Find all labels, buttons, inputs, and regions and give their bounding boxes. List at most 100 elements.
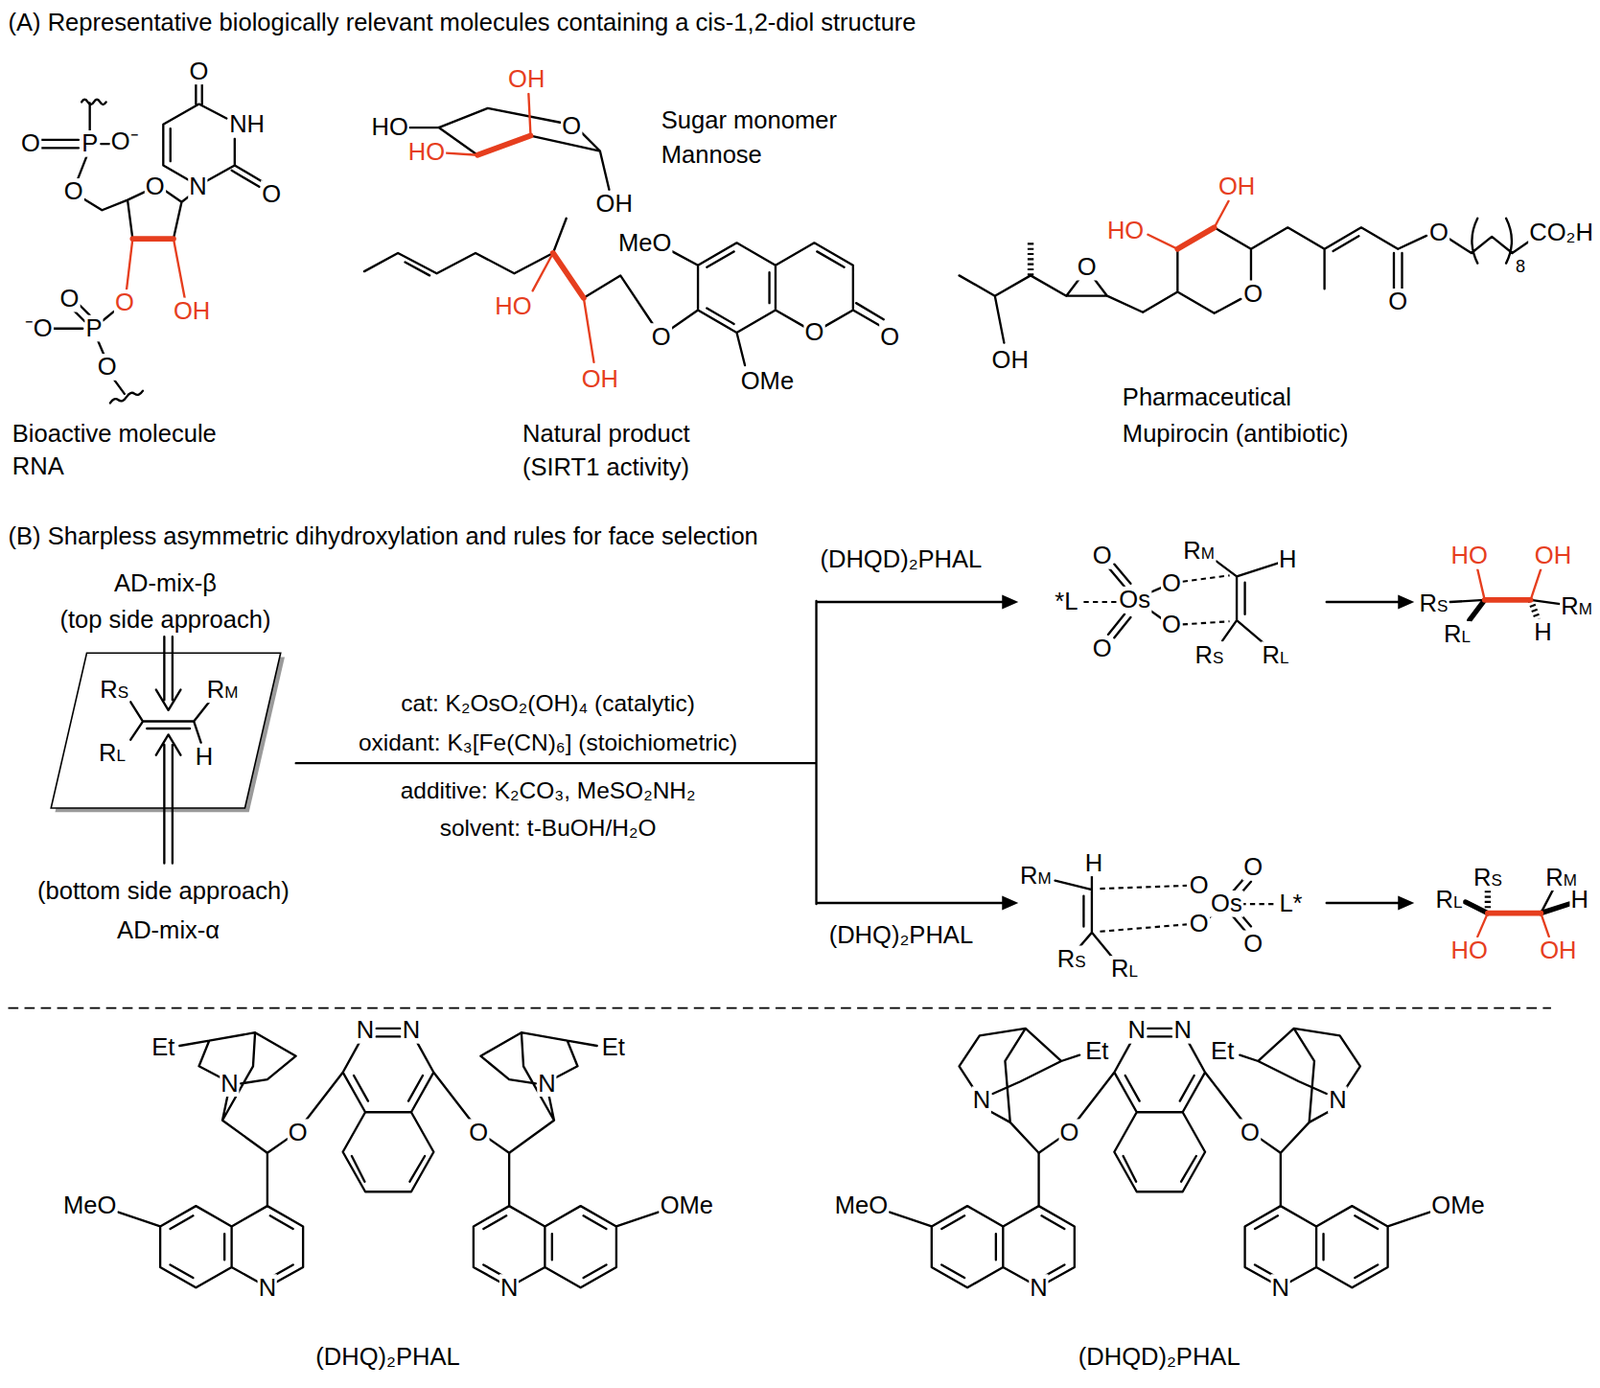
atom-label: O (1188, 909, 1210, 937)
approach-arrow (156, 636, 182, 863)
bond (473, 1032, 659, 1288)
atom-label: O (803, 319, 825, 347)
bond (81, 99, 107, 105)
atom-label: O (1428, 219, 1450, 247)
substituent-label: RL (1110, 955, 1139, 983)
coumarin-structure (364, 218, 884, 366)
atom-label: O (879, 323, 901, 350)
caption: (SIRT1 activity) (522, 453, 690, 481)
atom-label: N (257, 1274, 279, 1301)
divider-line (8, 1007, 1552, 1010)
atom-label: O (1160, 610, 1183, 638)
diol-bond (1147, 201, 1229, 250)
substituent-label: RM (1019, 861, 1053, 889)
arrow-head (1001, 595, 1019, 610)
substituent-label: RS (1418, 590, 1450, 618)
bond (1039, 1028, 1281, 1206)
diol-atom-label: HO (407, 139, 446, 166)
substituent-label: RS (1056, 946, 1088, 974)
atom-label: OH (595, 190, 634, 218)
atom-label: Et (1084, 1037, 1110, 1065)
substituent-label: RM (1559, 592, 1594, 620)
atom-label: H (1277, 545, 1299, 573)
arrow-head (1397, 896, 1415, 911)
atom-label: N (1327, 1086, 1348, 1114)
caption: Mannose (661, 141, 763, 169)
hashed-bond (1027, 240, 1034, 276)
diol-bond (445, 93, 531, 156)
caption: (bottom side approach) (37, 877, 290, 905)
reaction-scheme (296, 560, 1570, 957)
diol-bond (132, 235, 174, 242)
atom-label: N (219, 1069, 240, 1097)
atom-label: OH (991, 347, 1030, 374)
arrow-head (1397, 595, 1415, 610)
atom-label: ⁻O (23, 315, 54, 343)
atom-label: P (80, 130, 99, 158)
diol-atom-label: OH (172, 298, 211, 325)
atom-label: O (1076, 254, 1098, 281)
atom-label: N (1172, 1017, 1193, 1044)
caption: Bioactive molecule (12, 419, 217, 447)
atom-label: O (1242, 280, 1264, 308)
diol-atom-label: HO (1106, 217, 1145, 245)
atom-label: O (287, 1118, 309, 1146)
ligand-structure (889, 1028, 1430, 1288)
atom-label: MeO (617, 229, 673, 256)
atom-label: O (58, 285, 80, 313)
condition-text: solvent: t-BuOH/H₂O (440, 815, 657, 842)
atom-label: O (1091, 635, 1114, 663)
condition-text: additive: K₂CO₃, MeSO₂NH₂ (400, 777, 696, 804)
ligand-structure (117, 1028, 658, 1288)
caption: (DHQD)₂PHAL (1078, 1344, 1241, 1371)
atom-label: O (467, 1118, 489, 1146)
substituent-label: RS (1193, 641, 1225, 669)
bond (267, 1028, 510, 1206)
atom-label: MeO (834, 1192, 889, 1220)
atom-label: N (355, 1017, 376, 1044)
atom-label: N (401, 1017, 422, 1044)
bond (959, 218, 1530, 344)
diol-atom-label: HO (1450, 937, 1489, 965)
atom-label: N (187, 173, 209, 201)
substituent-label: RM (1182, 537, 1216, 565)
atom-label: H (1532, 619, 1554, 647)
caption: (DHQ)₂PHAL (829, 922, 974, 950)
atom-label: O (260, 180, 282, 208)
atom-label: MeO (62, 1192, 117, 1220)
bond (889, 1028, 1080, 1288)
diol-atom-label: OH (1538, 937, 1577, 965)
wavy-bond (110, 391, 143, 404)
atom-label: HO (370, 114, 409, 141)
antibiotic-structure (959, 201, 1530, 344)
caption: AD-mix-β (114, 570, 217, 598)
atom-label: OMe (659, 1192, 715, 1220)
substituent-label: RL (97, 739, 127, 766)
caption: (top side approach) (59, 606, 271, 634)
diol-atom-label: O (114, 289, 136, 317)
diol-bond (477, 136, 531, 156)
diol-bond (553, 253, 584, 299)
caption: Natural product (522, 419, 691, 447)
atom-label: O (144, 173, 166, 201)
diol-atom-label: OH (580, 366, 620, 394)
atom-label: N (1028, 1274, 1049, 1301)
condition-text: oxidant: K₃[Fe(CN)₆] (stoichiometric) (358, 729, 738, 756)
diol-atom-label: HO (493, 292, 533, 320)
substituent-label: RS (98, 675, 130, 703)
atom-label: O (1160, 570, 1183, 598)
substituent-label: RL (1442, 621, 1472, 649)
diol-bond (126, 238, 186, 299)
caption: Sugar monomer (661, 107, 837, 135)
bond (1239, 1028, 1430, 1288)
caption: (DHQ)₂PHAL (315, 1344, 460, 1371)
atom-label: O (1387, 288, 1409, 316)
atom-label: O (1242, 854, 1264, 882)
atom-label: O⁻ (110, 128, 140, 156)
substituent-label: RS (1472, 863, 1504, 891)
atom-label: NH (228, 111, 266, 139)
atom-label: H (1569, 886, 1590, 914)
bond (117, 1032, 303, 1288)
bond (364, 218, 884, 366)
transition-state-bond (1108, 560, 1278, 643)
